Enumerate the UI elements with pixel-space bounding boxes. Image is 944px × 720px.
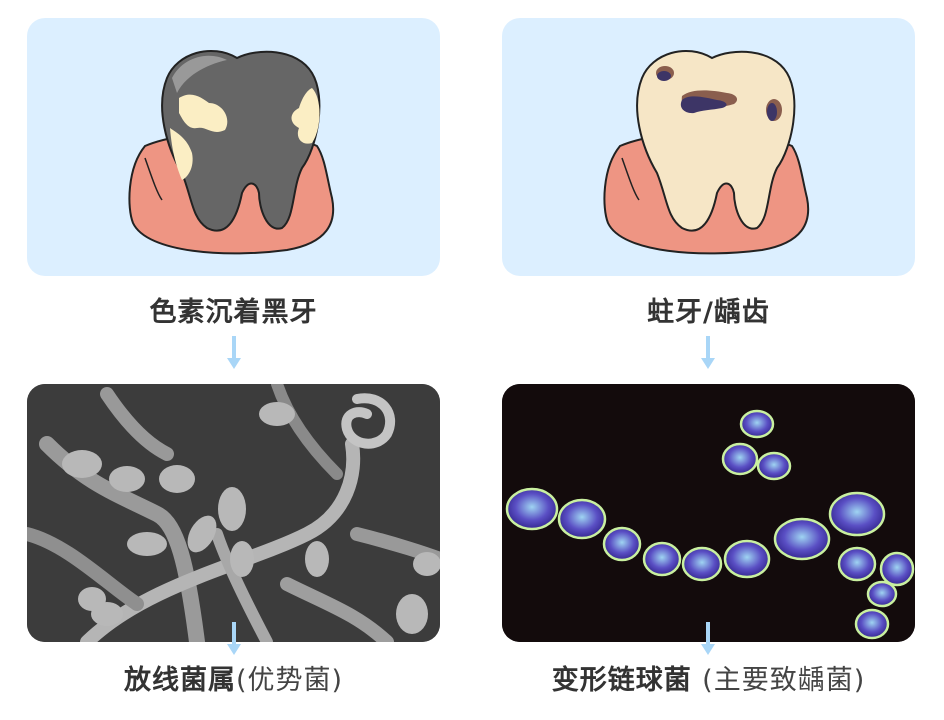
actinomyces-note: (优势菌) [235,665,344,696]
actinomyces-title: 放线菌属 [123,665,236,696]
black-tooth-panel [27,18,440,276]
streptococcus-image [502,384,915,642]
down-arrow-icon [227,336,241,369]
black-tooth-title: 色素沉着黑牙 [149,297,318,328]
streptococcus-label: 变形链球菌 (主要致龋菌) [502,658,915,697]
cavity-tooth-title: 蛀牙/龋齿 [647,297,770,328]
actinomyces-label: 放线菌属(优势菌) [27,658,440,697]
cavity-tooth-panel [502,18,915,276]
actinomyces-micrograph [27,384,440,642]
down-arrow-icon [227,622,241,655]
actinomyces-image [27,384,440,642]
streptococcus-mutans-micrograph [502,384,915,642]
cavity-tooth-illustration [603,49,810,255]
down-arrow-icon [701,622,715,655]
streptococcus-title: 变形链球菌 [551,665,692,696]
black-stained-tooth-illustration [128,49,335,255]
streptococcus-note: (主要致龋菌) [702,665,866,696]
down-arrow-icon [701,336,715,369]
